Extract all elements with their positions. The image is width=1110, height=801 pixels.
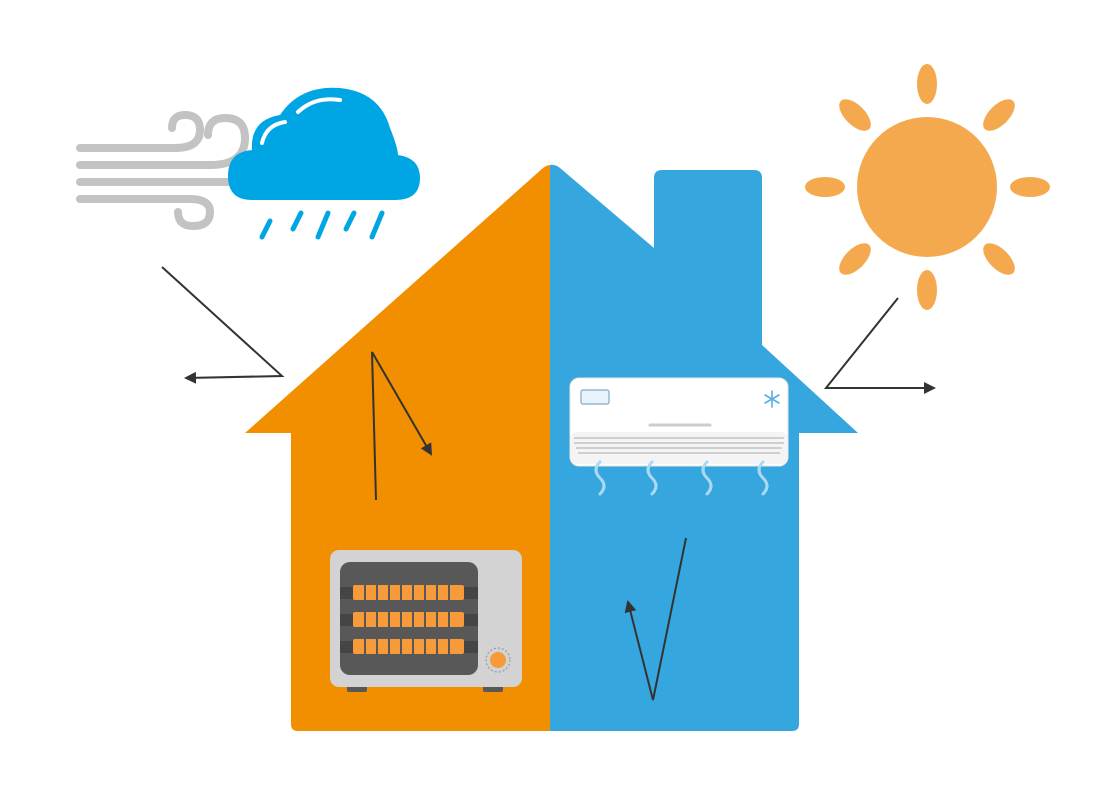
heat-gain-arrow: [823, 297, 936, 394]
wind-icon: [76, 110, 250, 231]
ac-display: [580, 389, 610, 405]
warm-air-arrow: [371, 351, 433, 501]
snowflake-icon: [764, 390, 780, 408]
heater-icon: [330, 550, 522, 692]
flow-arrows: [161, 266, 936, 701]
cool-air-arrow: [624, 537, 687, 701]
air-conditioner-icon: [569, 377, 789, 496]
heat-loss-arrow: [161, 266, 285, 384]
rain-cloud-icon: [228, 87, 420, 240]
cold-air-waves: [594, 460, 769, 496]
heater-dial: [485, 647, 511, 673]
sun-icon: [805, 64, 1050, 310]
